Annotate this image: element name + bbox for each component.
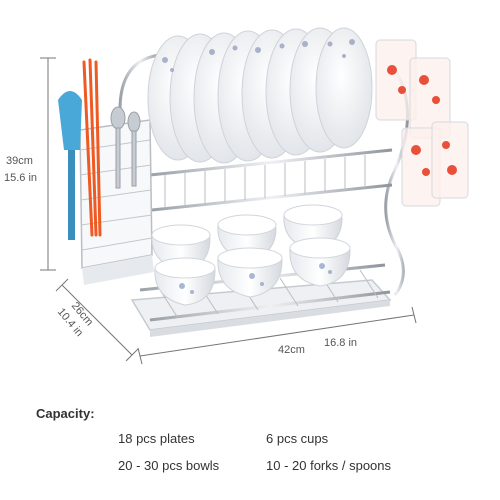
- width-cm-label: 42cm: [278, 344, 305, 356]
- capacity-bowls: 20 - 30 pcs bowls: [118, 458, 220, 473]
- drip-tray: [130, 279, 392, 337]
- capacity-cups: 6 pcs cups: [266, 431, 329, 446]
- capacity-forks-spoons: 10 - 20 forks / spoons: [266, 458, 392, 473]
- height-dimension-line: [40, 57, 56, 271]
- spoons: [110, 106, 141, 189]
- height-in-label: 15.6 in: [4, 172, 38, 184]
- height-cm-label: 39cm: [6, 155, 33, 167]
- plate-floral-pattern: [162, 39, 355, 72]
- chopsticks: [82, 58, 102, 237]
- capacity-title: Capacity:: [36, 406, 95, 421]
- depth-dimension-line: [55, 278, 139, 362]
- capacity-plates: 18 pcs plates: [118, 431, 195, 446]
- spatula: [58, 91, 82, 240]
- plates: [147, 27, 373, 164]
- width-in-label: 16.8 in: [324, 337, 358, 349]
- width-dimension-line: [137, 306, 417, 365]
- glass-decoration: [387, 65, 457, 176]
- bowl-floral-pattern: [179, 263, 332, 294]
